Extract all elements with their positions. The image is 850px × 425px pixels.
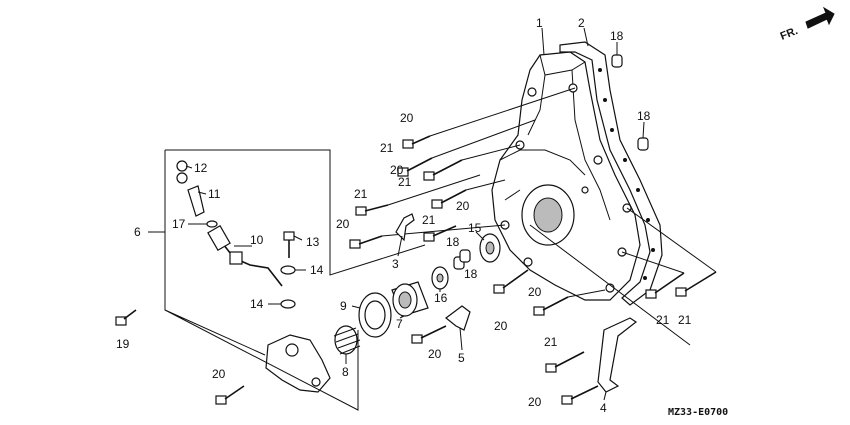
bolt xyxy=(431,189,467,209)
callout-label: 14 xyxy=(250,297,264,311)
clamp-bracket xyxy=(445,305,471,331)
fr-label: FR. xyxy=(779,25,800,43)
callout-label: 15 xyxy=(468,221,482,235)
callout-label: 3 xyxy=(392,257,399,271)
callout-label: 7 xyxy=(396,317,403,331)
bolt xyxy=(675,271,717,297)
bolt xyxy=(561,385,599,405)
bolt xyxy=(423,159,463,181)
drawing-code: MZ33-E0700 xyxy=(668,407,728,418)
bolt xyxy=(411,325,447,344)
callout-label: 2 xyxy=(578,16,585,30)
hose-joint xyxy=(187,185,205,217)
bolt xyxy=(215,385,245,405)
washer xyxy=(280,265,296,275)
crankcase-cover xyxy=(491,51,641,301)
callout-label: 21 xyxy=(678,313,692,327)
callout-label: 20 xyxy=(336,217,350,231)
callout-label: 20 xyxy=(428,347,442,361)
dowel-pin xyxy=(637,137,649,151)
bolt xyxy=(397,157,433,177)
bolt xyxy=(355,204,389,216)
clamp-bracket xyxy=(395,213,415,242)
bolt xyxy=(423,225,457,242)
callout-label: 16 xyxy=(434,291,448,305)
callout-label: 21 xyxy=(380,141,394,155)
callout-label: 8 xyxy=(342,365,349,379)
bolt xyxy=(115,309,137,326)
breather-hose-assembly xyxy=(207,225,283,287)
assembly-guide-lines xyxy=(381,87,717,346)
callout-label: 21 xyxy=(354,187,368,201)
callout-label: 11 xyxy=(208,187,221,201)
bolt-set xyxy=(115,135,717,405)
bolt xyxy=(402,135,431,149)
callout-label: 14 xyxy=(310,263,324,277)
callout-label: 20 xyxy=(212,367,226,381)
front-arrow-icon xyxy=(805,6,835,29)
callout-label: 21 xyxy=(656,313,670,327)
callout-label: 17 xyxy=(172,217,186,231)
stay-bracket xyxy=(597,317,638,393)
callout-leaders xyxy=(148,27,645,401)
callout-label: 5 xyxy=(458,351,465,365)
bolt xyxy=(545,351,585,373)
callout-label: 20 xyxy=(400,111,414,125)
assembly-group-outline xyxy=(164,149,426,411)
callout-label: 20 xyxy=(528,395,542,409)
dowel-pin xyxy=(459,249,471,263)
callout-label: 4 xyxy=(600,401,607,415)
callout-label: 13 xyxy=(306,235,320,249)
callout-label: 21 xyxy=(422,213,436,227)
callout-label: 1 xyxy=(536,16,543,30)
front-direction-indicator: FR. xyxy=(779,6,835,43)
callout-label: 20 xyxy=(528,285,542,299)
callout-label: 20 xyxy=(494,319,508,333)
callout-label: 18 xyxy=(610,29,624,43)
callout-label: 20 xyxy=(390,163,404,177)
callout-label: 20 xyxy=(456,199,470,213)
callout-label: 12 xyxy=(194,161,208,175)
o-ring xyxy=(206,220,218,228)
washer xyxy=(280,299,296,309)
callout-label: 19 xyxy=(116,337,130,351)
pump-housing xyxy=(265,334,331,393)
dowel-pin xyxy=(611,54,623,68)
bolt xyxy=(349,235,383,249)
hose-clip xyxy=(176,160,188,172)
bolt xyxy=(645,272,685,299)
spring xyxy=(333,325,361,355)
bolt xyxy=(533,296,569,316)
callout-label: 21 xyxy=(398,175,412,189)
callout-label: 18 xyxy=(446,235,460,249)
cover-gasket xyxy=(559,41,663,306)
callout-label: 21 xyxy=(544,335,558,349)
callout-label: 18 xyxy=(637,109,651,123)
hose-clip xyxy=(176,172,188,184)
hex-bolt xyxy=(283,231,295,258)
callout-label: 9 xyxy=(340,299,347,313)
bolt xyxy=(493,269,529,294)
callout-label: 10 xyxy=(250,233,264,247)
callout-label: 6 xyxy=(134,225,141,239)
callout-labels: 1 2 18 18 20 21 20 21 21 20 21 20 15 18 … xyxy=(116,16,692,415)
callout-label: 18 xyxy=(464,267,478,281)
